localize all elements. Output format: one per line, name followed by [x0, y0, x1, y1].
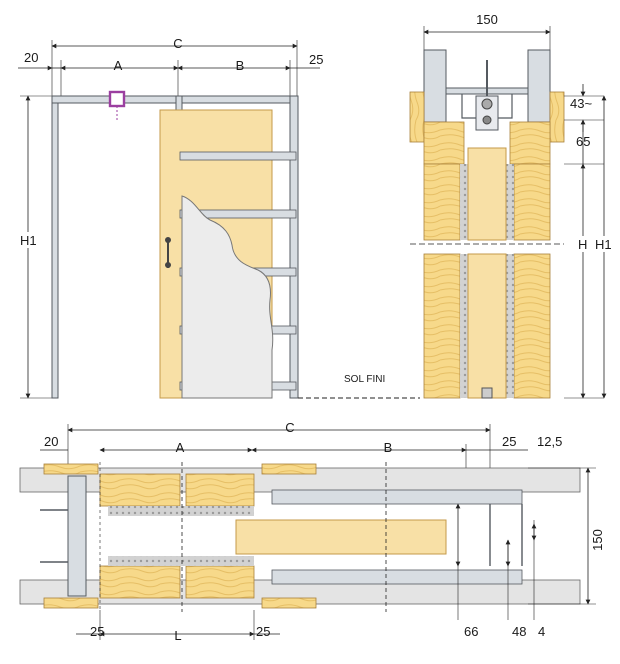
plan-dim-label-25-left: 25: [90, 624, 104, 639]
front-view: C A B 20 25 H1: [18, 36, 420, 399]
plan-dim-label-12-5: 12,5: [537, 434, 562, 449]
dim-label-c: C: [173, 36, 182, 51]
stopper-marker: [108, 90, 126, 108]
dim-label-h1-front: H1: [20, 233, 37, 248]
plan-dim-label-l: L: [174, 628, 181, 643]
left-jamb: [51, 95, 59, 399]
dim-label-150-side: 150: [476, 12, 498, 27]
dim-label-65: 65: [576, 134, 590, 149]
plan-dim-label-48: 48: [512, 624, 526, 639]
dim-label-h1-side: H1: [595, 237, 612, 252]
door-plan: [235, 519, 447, 555]
top-rail: [51, 95, 299, 104]
plan-dim-label-a: A: [176, 440, 185, 455]
plan-dim-label-150: 150: [590, 529, 605, 551]
wall-cutaway: [181, 195, 274, 399]
dim-label-43: 43~: [570, 96, 592, 111]
side-section: 150 43~: [409, 12, 618, 399]
plan-dim-label-25-right: 25: [256, 624, 270, 639]
door-section: [467, 147, 507, 241]
dim-label-20-top: 20: [24, 50, 38, 65]
dim-label-h: H: [578, 237, 587, 252]
plan-dim-label-4: 4: [538, 624, 545, 639]
plan-left-jamb: [67, 475, 87, 597]
plan-dim-label-b: B: [384, 440, 393, 455]
dim-label-25-top: 25: [309, 52, 323, 67]
dim-label-a: A: [114, 58, 123, 73]
right-jamb: [289, 95, 299, 399]
floor-label: SOL FINI: [344, 374, 385, 385]
plan-dim-label-66: 66: [464, 624, 478, 639]
plan-dim-label-c: C: [285, 420, 294, 435]
plan-section: C A B 20 25 12,5: [19, 420, 605, 643]
dim-label-b: B: [236, 58, 245, 73]
plan-dim-label-25: 25: [502, 434, 516, 449]
plan-dim-label-20: 20: [44, 434, 58, 449]
